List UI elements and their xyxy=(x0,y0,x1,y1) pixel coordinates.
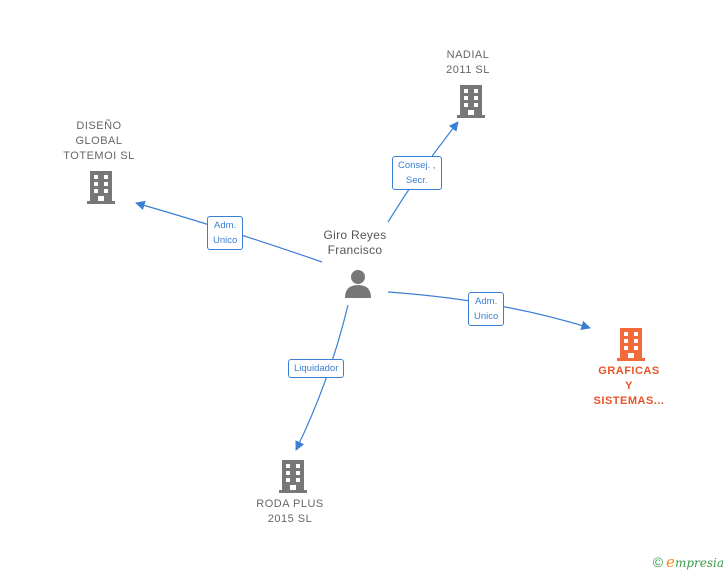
building-icon[interactable] xyxy=(278,458,308,494)
company-name-nadial: NADIAL 2011 SL xyxy=(446,49,490,76)
building-icon[interactable] xyxy=(86,169,116,205)
building-icon[interactable] xyxy=(616,326,646,362)
footer-brand: ©empresia xyxy=(653,553,724,571)
relation-label-graficas: Adm. Unico xyxy=(468,292,505,326)
relation-label-roda: Liquidador xyxy=(288,359,345,378)
company-name-diseno: DISEÑO GLOBAL TOTEMOI SL xyxy=(63,120,135,162)
company-name-graficas: GRAFICAS Y SISTEMAS... xyxy=(593,365,665,407)
person-name: Giro Reyes Francisco xyxy=(323,228,387,257)
company-name-roda: RODA PLUS 2015 SL xyxy=(256,498,324,525)
relation-label-nadial: Consej. , Secr. xyxy=(392,156,442,190)
brand-logo-initial: e xyxy=(666,553,675,571)
edge-roda xyxy=(295,304,349,451)
building-icon[interactable] xyxy=(456,83,486,119)
copyright-symbol: © xyxy=(652,554,664,570)
person-icon[interactable] xyxy=(343,268,373,298)
brand-logo-text: mpresia xyxy=(674,556,724,570)
relation-label-diseno: Adm. Unico xyxy=(207,216,244,250)
